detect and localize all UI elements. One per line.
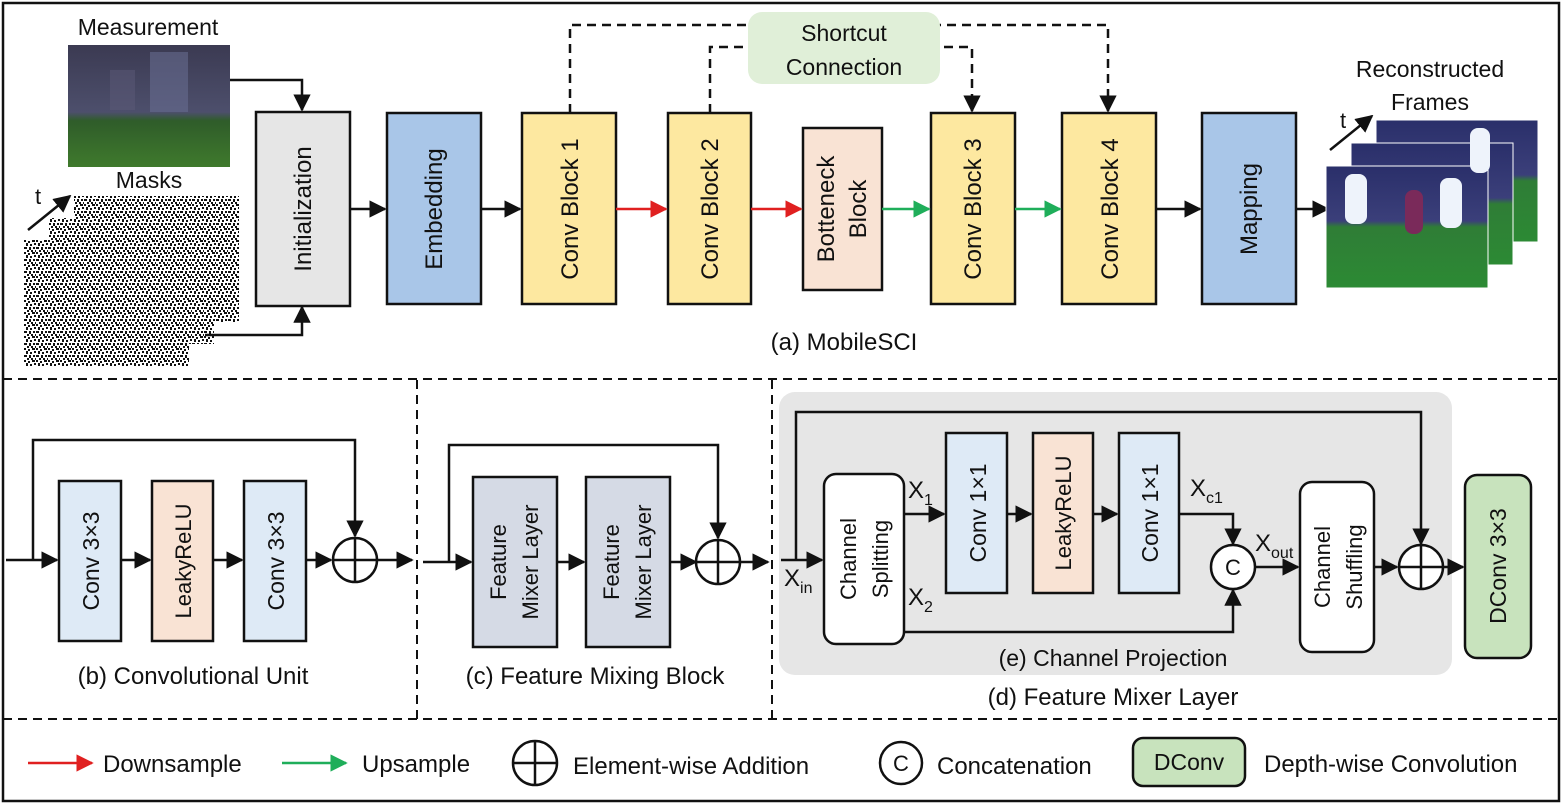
mapping-block <box>1200 111 1298 306</box>
legend-dconv-box <box>1131 736 1247 788</box>
conv1x1-b-block <box>1117 431 1181 595</box>
legend-upsample-label: Upsample <box>362 751 470 778</box>
mixer-residual-arrow <box>794 410 1430 560</box>
x-in-label: Xin <box>784 565 812 597</box>
dconv-label: DConv 3×3 <box>1485 508 1511 624</box>
conv-unit-leaky-label: LeakyReLU <box>171 504 196 619</box>
conv-block-2-label: Conv Block 2 <box>697 138 724 279</box>
channel-splitting-label-1: Channel <box>836 518 861 600</box>
conv-unit-conv-b <box>242 479 308 643</box>
dconv-block <box>1463 473 1533 660</box>
shortcut-connection-label-box <box>748 12 940 84</box>
x2-label: X2 <box>908 584 933 616</box>
embedding-block <box>385 111 483 306</box>
bottleneck-label-1: Botteneck <box>813 155 840 263</box>
conv-unit-leaky <box>150 479 215 643</box>
x1-label: X1 <box>908 477 933 509</box>
legend-dconv-label: Depth-wise Convolution <box>1264 751 1517 778</box>
mixing-block-layer-1-label-2: Mixer Layer <box>518 505 543 620</box>
masks-t-label: t <box>35 184 41 209</box>
caption-channel-projection: (e) Channel Projection <box>999 645 1228 671</box>
conv-unit-residual-arrow <box>31 438 364 560</box>
legend-concat-label: Concatenation <box>937 753 1092 780</box>
masks-label: Masks <box>116 167 182 193</box>
shortcut-conv1-conv4 <box>568 23 1117 113</box>
conv-block-1-label: Conv Block 1 <box>557 138 584 279</box>
legend-dconv-box-label: DConv <box>1154 749 1225 775</box>
arrow-x2 <box>904 588 1242 634</box>
conv1x1-a-block <box>944 431 1009 595</box>
caption-feature-mixer-layer: (d) Feature Mixer Layer <box>988 684 1239 711</box>
channel-shuffling-label-1: Channel <box>1310 526 1335 608</box>
mapping-label: Mapping <box>1236 163 1263 255</box>
initialization-label: Initialization <box>290 146 317 271</box>
conv-unit-conv-b-label: Conv 3×3 <box>263 511 289 610</box>
mixer-leaky-label: LeakyReLU <box>1051 456 1076 571</box>
channel-splitting-label-2: Splitting <box>868 520 893 598</box>
concat-icon-symbol: C <box>1225 555 1241 580</box>
x-out-label: Xout <box>1255 530 1294 562</box>
reconstructed-label-2: Frames <box>1391 89 1469 115</box>
conv-unit-conv-a <box>57 479 123 643</box>
mixing-block-layer-1-label-1: Feature <box>486 524 511 600</box>
conv1x1-b-label: Conv 1×1 <box>1137 463 1163 562</box>
mixing-block-layer-2-label-1: Feature <box>599 524 624 600</box>
reconstructed-label-1: Reconstructed <box>1356 56 1504 82</box>
caption-mixing-block: (c) Feature Mixing Block <box>466 663 726 690</box>
bottleneck-block <box>801 126 884 292</box>
mixing-block-layer-2 <box>584 475 672 649</box>
caption-conv-unit: (b) Convolutional Unit <box>78 663 309 690</box>
arrow-measurement-init <box>230 78 311 112</box>
reconstructed-frames-stack <box>1325 119 1539 289</box>
conv-block-3-label: Conv Block 3 <box>960 138 987 279</box>
xc1-label: Xc1 <box>1190 475 1223 507</box>
masks-time-arrow <box>27 194 72 231</box>
embedding-label: Embedding <box>421 148 448 269</box>
mixing-block-addition-icon <box>694 538 742 586</box>
legend-downsample-label: Downsample <box>103 751 242 778</box>
masks-stack <box>24 196 239 366</box>
conv-unit-conv-a-label: Conv 3×3 <box>78 511 104 610</box>
conv1x1-a-label: Conv 1×1 <box>965 463 991 562</box>
conv-block-2 <box>666 111 753 306</box>
mixing-block-layer-2-label-2: Mixer Layer <box>631 505 656 620</box>
shortcut-label-1: Shortcut <box>801 20 887 46</box>
frames-t-label: t <box>1340 108 1346 133</box>
conv-block-4-label: Conv Block 4 <box>1097 138 1124 279</box>
conv-unit-addition-icon <box>331 536 379 584</box>
mixer-addition-icon <box>1397 543 1445 591</box>
legend-concat-icon <box>878 740 924 786</box>
measurement-image <box>68 45 230 167</box>
measurement-label: Measurement <box>78 14 219 40</box>
channel-shuffling-label-2: Shuffling <box>1342 524 1367 609</box>
legend-addition-label: Element-wise Addition <box>573 753 809 780</box>
frames-time-arrow <box>1329 114 1374 151</box>
initialization-block <box>254 110 352 308</box>
conv-block-1 <box>520 111 618 306</box>
legend-addition-icon <box>511 739 559 787</box>
caption-mobilesci: (a) MobileSCI <box>771 329 918 356</box>
mixing-block-residual-arrow <box>447 443 727 562</box>
legend-concat-symbol: C <box>893 751 909 776</box>
bottleneck-label-2: Block <box>845 179 872 239</box>
channel-splitting-block <box>822 472 906 646</box>
shortcut-label-2: Connection <box>786 54 902 80</box>
arrow-masks-init <box>205 305 311 337</box>
arrow-xc1 <box>1179 512 1242 546</box>
